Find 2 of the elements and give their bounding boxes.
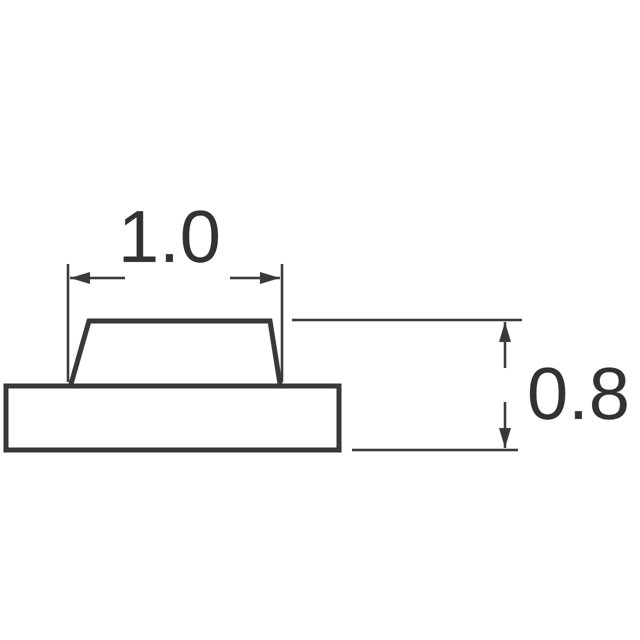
dimension-label: 0.8	[527, 357, 630, 431]
dimension-label: 1.0	[118, 200, 221, 274]
